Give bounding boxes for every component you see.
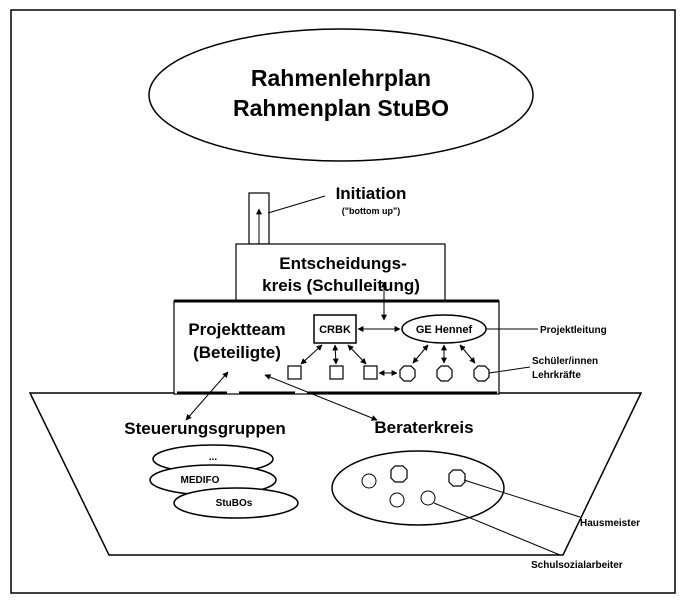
- team-member-octagon: [399, 365, 416, 382]
- hausmeister-label: Hausmeister: [580, 518, 640, 529]
- crbk-square-arrow: [332, 344, 339, 365]
- steuerungsgruppe-label: ...: [209, 452, 218, 463]
- berater-member-circle: [420, 490, 436, 506]
- entscheidungskreis-box: [235, 243, 446, 302]
- schueler-label: Schüler/innen: [532, 356, 598, 367]
- team-member-octagon: [473, 365, 490, 382]
- steuerungsgruppe-label: StuBOs: [216, 498, 253, 509]
- projektteam-subtitle: (Beteiligte): [193, 343, 281, 362]
- team-member-square: [329, 365, 344, 380]
- berater-member-octagon: [390, 465, 408, 483]
- beraterkreis-title: Beraterkreis: [374, 418, 473, 437]
- initiation-pointer-line: [267, 195, 326, 214]
- ge-hennef-label: GE Hennef: [416, 324, 473, 336]
- team-steuerung-arrow: [185, 371, 229, 421]
- steuerungsgruppe-label: MEDIFO: [181, 475, 220, 486]
- beraterkreis-ellipse: [331, 450, 505, 526]
- schueler-pointer: [488, 366, 531, 374]
- berater-member-circle: [389, 492, 405, 508]
- projektleitung-label: Projektleitung: [540, 325, 607, 336]
- base-trapezoid: [28, 392, 643, 556]
- entscheidungskreis-line2: kreis (Schulleitung): [262, 276, 420, 295]
- initiation-title: Initiation: [336, 184, 407, 203]
- steuerungsgruppe-item: [173, 487, 299, 519]
- rahmenplan-ellipse: Rahmenlehrplan Rahmenplan StuBO: [148, 28, 534, 162]
- team-berater-arrow: [264, 374, 378, 421]
- berater-member-octagon: [448, 469, 466, 487]
- team-member-square: [363, 365, 378, 380]
- crbk-square-arrow: [347, 344, 367, 365]
- ge-octagon-arrow: [412, 344, 429, 364]
- berater-member-circle: [361, 473, 377, 489]
- lehrkraefte-label: Lehrkräfte: [532, 370, 581, 381]
- initiation-subtitle: ("bottom up"): [342, 206, 401, 216]
- projektteam-title: Projektteam: [188, 320, 285, 339]
- ge-octagon-arrow: [459, 344, 476, 364]
- team-member-octagon: [436, 365, 453, 382]
- rahmenlehrplan-label: Rahmenlehrplan: [251, 65, 431, 91]
- rahmenplan-stubo-label: Rahmenplan StuBO: [233, 95, 449, 121]
- entscheidungskreis-line1: Entscheidungs-: [279, 254, 407, 273]
- team-member-square: [287, 365, 302, 380]
- crbk-box: [313, 314, 357, 344]
- steuerungsgruppen-title: Steuerungsgruppen: [124, 419, 286, 438]
- crbk-label: CRBK: [319, 324, 351, 336]
- hausmeister-pointer: [463, 479, 581, 518]
- schulsozialarbeiter-label: Schulsozialarbeiter: [531, 560, 623, 571]
- crbk-square-arrow: [300, 344, 323, 365]
- schulsozialarbeiter-pointer: [433, 502, 561, 556]
